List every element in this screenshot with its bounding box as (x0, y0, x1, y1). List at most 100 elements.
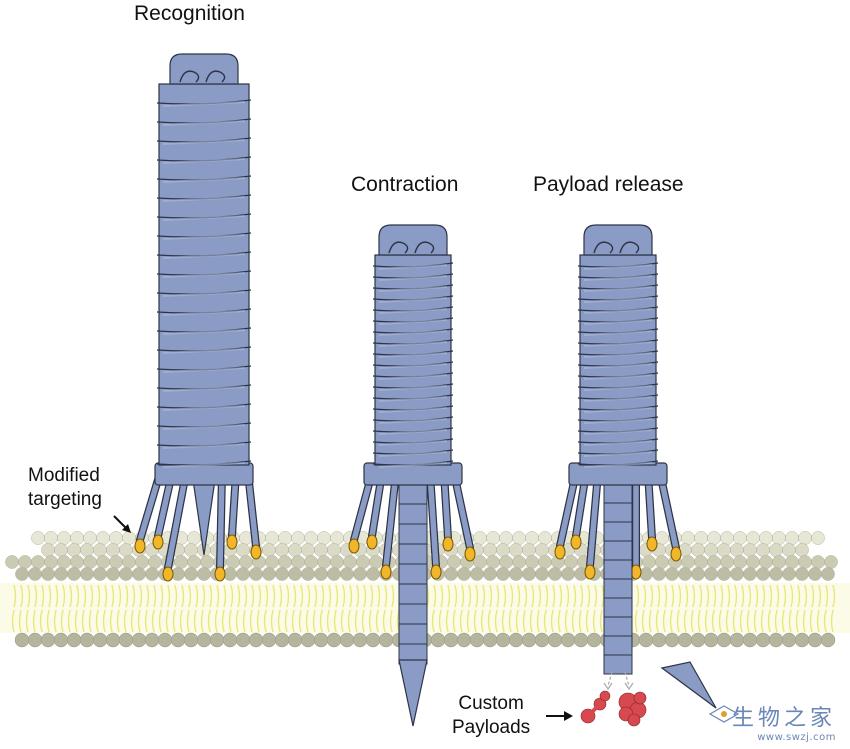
lipid-head (93, 543, 107, 557)
lipid-tail (739, 584, 745, 633)
lipid-head (317, 531, 331, 545)
lipid-tail (522, 584, 528, 633)
baseplate (568, 462, 668, 486)
lipid-head (96, 555, 110, 569)
tail-fiber (427, 470, 439, 569)
modified-targeting-line2: targeting (28, 489, 102, 510)
lipid-head (486, 531, 500, 545)
lipid-head-bottom (40, 632, 56, 648)
lipid-tail (809, 584, 815, 633)
lipid-head (327, 567, 341, 581)
lipid-tail (445, 584, 451, 633)
sheath-highlight (583, 308, 653, 314)
lipid-head (187, 555, 201, 569)
lipid-head (31, 531, 45, 545)
tail-fiber (587, 470, 601, 569)
lipid-tail (816, 584, 822, 633)
lipid-tail (39, 584, 45, 633)
sheath-highlight (378, 275, 448, 281)
lipid-head (512, 531, 526, 545)
lipid-head (288, 567, 302, 581)
lipid-head (184, 567, 198, 581)
lipid-head (639, 567, 653, 581)
lipid-head (499, 555, 513, 569)
lipid-tail (53, 584, 59, 633)
modified-targeting-line1: Modified (28, 465, 100, 486)
lipid-head-bottom (274, 632, 290, 648)
tube-segment (603, 616, 633, 637)
lipid-head (304, 555, 318, 569)
lipid-tail (326, 584, 332, 633)
lipid-tail (11, 584, 17, 633)
sheath-highlight (378, 407, 448, 413)
lipid-head-bottom (131, 632, 147, 648)
targeting-tip (152, 534, 164, 550)
lipid-head (457, 567, 471, 581)
lipid-tail (123, 584, 129, 633)
lipid-head (317, 555, 331, 569)
lipid-head (483, 543, 497, 557)
lipid-head-bottom (664, 632, 680, 648)
lipid-head (340, 567, 354, 581)
lipid-tail (704, 584, 710, 633)
targeting-tip (442, 536, 454, 552)
lipid-head-bottom (638, 632, 654, 648)
sheath-highlight (162, 177, 246, 183)
lipid-head (44, 531, 58, 545)
lipid-head (184, 543, 198, 557)
lipid-head (278, 555, 292, 569)
lipid-head-bottom (222, 632, 238, 648)
lipid-head (145, 567, 159, 581)
payload-molecule (599, 690, 611, 702)
tube-segment (398, 583, 428, 605)
lipid-head (109, 531, 123, 545)
sheath-highlight (583, 330, 653, 336)
lipid-head-bottom (79, 632, 95, 648)
sheath-highlight (162, 310, 246, 316)
lipid-tail (662, 584, 668, 633)
lipid-head (525, 555, 539, 569)
lipid-head (226, 555, 240, 569)
lipid-head (106, 567, 120, 581)
payload-link (590, 704, 600, 714)
lipid-head (509, 567, 523, 581)
lipid-tail (781, 584, 787, 633)
sheath-highlight (583, 440, 653, 446)
lipid-head (473, 531, 487, 545)
lipid-head-bottom (248, 632, 264, 648)
custom-payloads-line2: Payloads (452, 717, 531, 738)
lipid-head (535, 567, 549, 581)
sheath-highlight (162, 158, 246, 164)
tail-fiber (217, 470, 225, 571)
lipid-tail (648, 584, 654, 633)
lipid-head (795, 543, 809, 557)
lipid-tail (718, 584, 724, 633)
payload-molecule (580, 708, 596, 724)
sheath-highlight (378, 440, 448, 446)
lipid-head (720, 531, 734, 545)
lipid-head-bottom (14, 632, 30, 648)
sheath-highlight (378, 264, 448, 270)
sheath-highlight (378, 418, 448, 424)
phage-payload-release (554, 224, 682, 675)
targeting-tip (226, 534, 238, 550)
watermark-logo-dot (721, 711, 727, 717)
sheath-highlight (378, 297, 448, 303)
lipid-head (41, 543, 55, 557)
sheath-highlight (162, 386, 246, 392)
lipid-head-bottom (326, 632, 342, 648)
lipid-head (187, 531, 201, 545)
lipid-head-bottom (677, 632, 693, 648)
head-cap-detail (593, 241, 640, 254)
lipid-head-bottom (235, 632, 251, 648)
lipid-head (681, 555, 695, 569)
sheath-highlight (583, 363, 653, 369)
targeting-tip (464, 546, 476, 562)
head-cap-detail (388, 241, 435, 254)
lipid-head-bottom (495, 632, 511, 648)
lipid-tail (74, 584, 80, 633)
tube-spike (398, 659, 428, 727)
lipid-tail (760, 584, 766, 633)
sheath-highlight (162, 272, 246, 278)
